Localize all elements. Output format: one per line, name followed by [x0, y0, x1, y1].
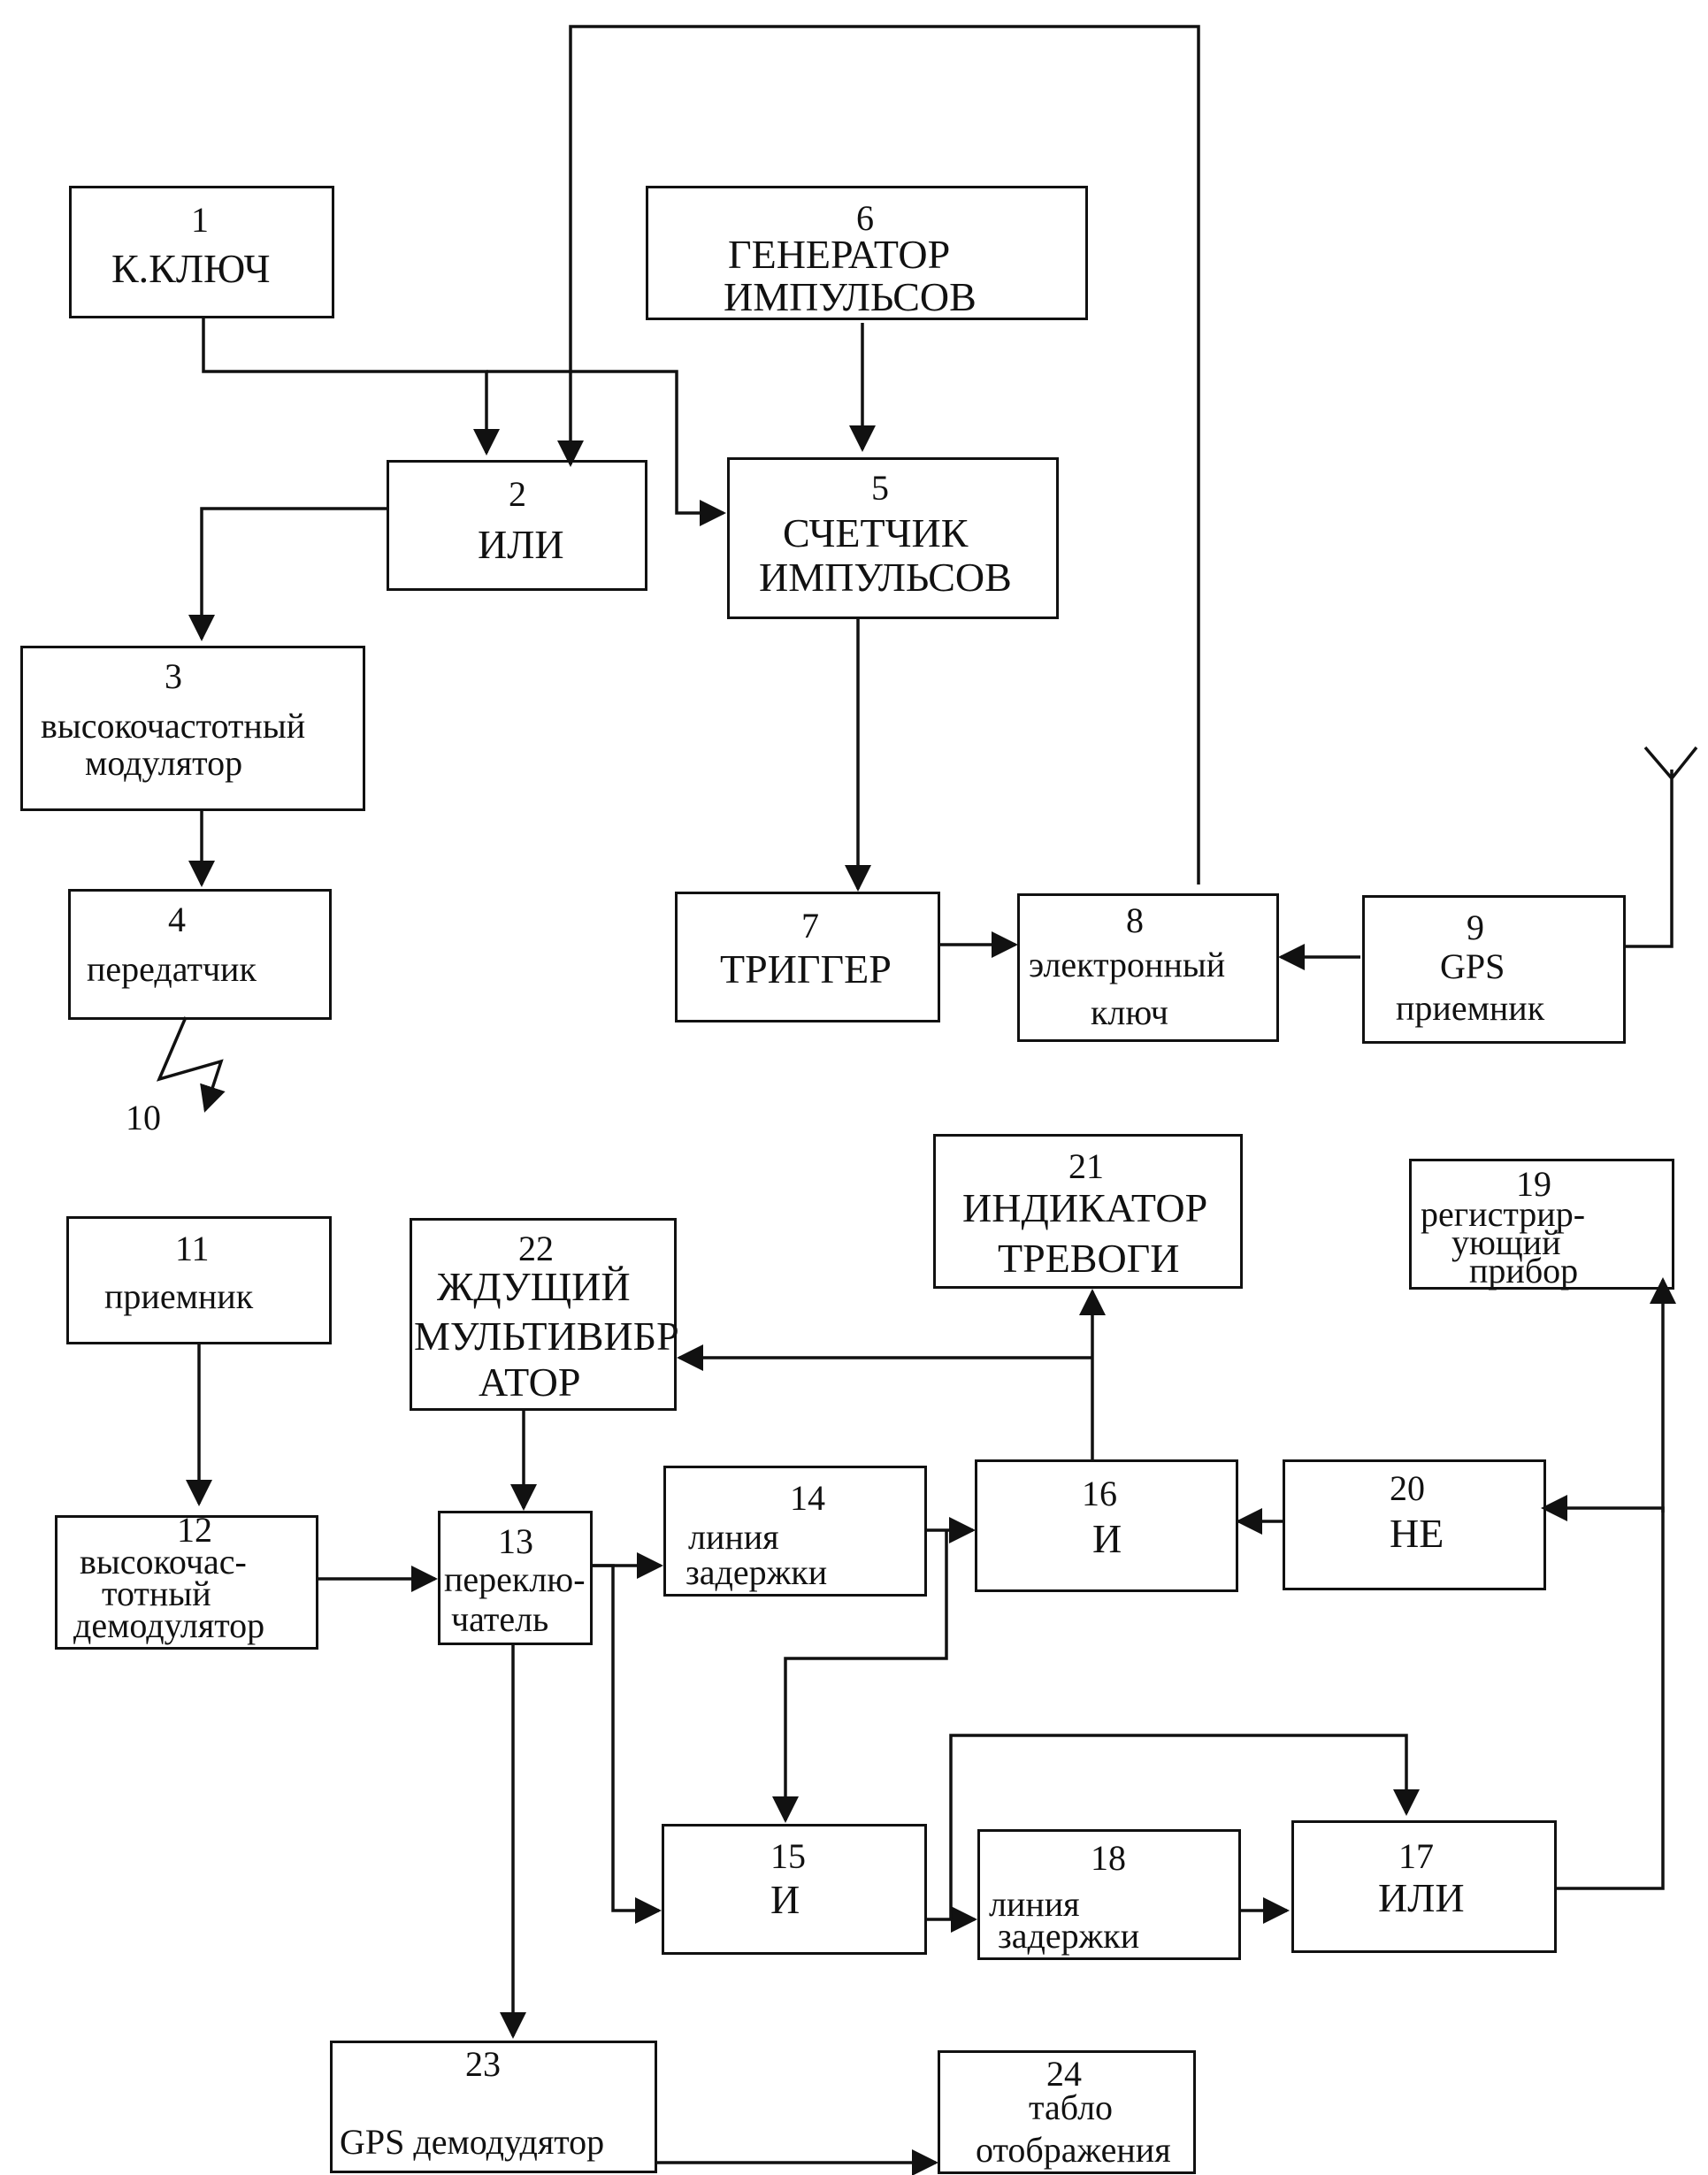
block-label-line-1: ГЕНЕРАТОР: [728, 234, 950, 275]
block-label-line-1: ЖДУЩИЙ: [437, 1267, 631, 1307]
block-15-and-gate: 15 И: [662, 1824, 927, 1955]
block-label: И: [770, 1880, 800, 1920]
block-label-line-2: чатель: [451, 1602, 548, 1637]
block-label: GPS демодудятор: [340, 2125, 604, 2160]
block-23-gps-demodulator: 23 GPS демодудятор: [330, 2041, 657, 2173]
wire-17-to-20: [1543, 1508, 1663, 1888]
block-22-monostable-multivibrator: 22 ЖДУЩИЙ МУЛЬТИВИБР АТОР: [410, 1218, 677, 1411]
block-2-or-gate: 2 ИЛИ: [387, 460, 647, 591]
block-label: приемник: [104, 1279, 253, 1314]
block-number: 2: [509, 477, 526, 512]
block-number: 1: [191, 203, 209, 238]
block-label-line-2: МУЛЬТИВИБР: [414, 1316, 679, 1357]
block-label: НЕ: [1390, 1513, 1444, 1554]
block-number: 23: [465, 2047, 501, 2082]
block-number: 22: [518, 1231, 554, 1267]
block-18-delay-line: 18 линия задержки: [977, 1829, 1241, 1960]
block-number: 11: [175, 1231, 210, 1267]
block-label: ИЛИ: [1378, 1878, 1465, 1918]
block-11-receiver: 11 приемник: [66, 1216, 332, 1344]
signal-output-10: [159, 1017, 221, 1110]
block-label-line-3: демодулятор: [73, 1608, 264, 1643]
block-20-not-gate: 20 НЕ: [1283, 1459, 1546, 1590]
signal-label-10: 10: [126, 1097, 161, 1138]
block-17-or-gate: 17 ИЛИ: [1291, 1820, 1557, 1953]
block-21-alarm-indicator: 21 ИНДИКАТОР ТРЕВОГИ: [933, 1134, 1243, 1289]
block-label-line-1: электронный: [1029, 947, 1225, 983]
block-number: 17: [1398, 1839, 1434, 1874]
block-24-display-board: 24 табло отображения: [938, 2050, 1196, 2174]
block-label-line-1: табло: [1029, 2090, 1113, 2125]
block-9-gps-receiver: 9 GPS приемник: [1362, 895, 1626, 1044]
block-label-line-2: задержки: [998, 1918, 1139, 1954]
block-label-line-2: отображения: [976, 2133, 1171, 2168]
block-label: К.КЛЮЧ: [111, 249, 271, 289]
block-label-line-2: модулятор: [85, 746, 242, 781]
block-number: 7: [801, 908, 819, 944]
wire-13-to-15: [593, 1566, 659, 1911]
block-number: 8: [1126, 903, 1144, 938]
block-6-pulse-generator: 6 ГЕНЕРАТОР ИМПУЛЬСОВ: [646, 186, 1088, 320]
block-number: 20: [1390, 1471, 1425, 1506]
block-label-line-1: высокочастотный: [41, 708, 305, 744]
block-label-line-3: прибор: [1469, 1253, 1578, 1289]
block-number: 24: [1046, 2056, 1082, 2092]
block-12-hf-demodulator: 12 высокочас- тотный демодулятор: [55, 1515, 318, 1650]
block-label-line-2: ТРЕВОГИ: [998, 1238, 1180, 1279]
block-number: 13: [498, 1524, 533, 1559]
block-label-line-2: ИМПУЛЬСОВ: [759, 557, 1012, 598]
block-label-line-2: ключ: [1091, 995, 1168, 1030]
block-label-line-1: GPS: [1440, 949, 1505, 984]
block-label: И: [1092, 1519, 1122, 1559]
wire-8-to-2: [571, 27, 1199, 885]
antenna-icon: [1623, 747, 1697, 946]
block-label: ТРИГГЕР: [720, 949, 892, 990]
block-label-line-2: ИМПУЛЬСОВ: [724, 277, 977, 318]
block-label-line-3: АТОР: [479, 1362, 580, 1403]
block-8-electronic-key: 8 электронный ключ: [1017, 893, 1279, 1042]
block-number: 16: [1082, 1476, 1117, 1512]
block-19-recording-device: 19 регистрир- ующий прибор: [1409, 1159, 1674, 1290]
block-16-and-gate: 16 И: [975, 1459, 1238, 1592]
block-label-line-1: СЧЕТЧИК: [783, 513, 968, 554]
block-label-line-2: приемник: [1396, 991, 1544, 1026]
block-14-delay-line: 14 линия задержки: [663, 1466, 927, 1597]
block-number: 21: [1068, 1149, 1104, 1184]
block-7-trigger: 7 ТРИГГЕР: [675, 892, 940, 1022]
block-13-switch: 13 переклю- чатель: [438, 1511, 593, 1645]
block-label: передатчик: [87, 952, 257, 987]
block-1-code-key: 1 К.КЛЮЧ: [69, 186, 334, 318]
block-3-hf-modulator: 3 высокочастотный модулятор: [20, 646, 365, 811]
block-number: 3: [165, 659, 182, 694]
block-number: 4: [168, 902, 186, 938]
block-number: 5: [871, 471, 889, 506]
block-number: 6: [856, 201, 874, 236]
block-number: 18: [1091, 1841, 1126, 1876]
block-number: 14: [790, 1481, 825, 1516]
block-number: 9: [1467, 910, 1484, 946]
block-label-line-1: ИНДИКАТОР: [962, 1188, 1207, 1229]
block-label: ИЛИ: [478, 525, 564, 565]
block-4-transmitter: 4 передатчик: [68, 889, 332, 1020]
block-label-line-2: задержки: [685, 1555, 827, 1590]
wire-1-to-2: [203, 318, 486, 453]
block-number: 15: [770, 1839, 806, 1874]
wire-2-to-3: [202, 509, 387, 639]
block-5-pulse-counter: 5 СЧЕТЧИК ИМПУЛЬСОВ: [727, 457, 1059, 619]
block-label-line-1: линия: [688, 1520, 779, 1555]
block-label-line-1: переклю-: [444, 1562, 586, 1597]
